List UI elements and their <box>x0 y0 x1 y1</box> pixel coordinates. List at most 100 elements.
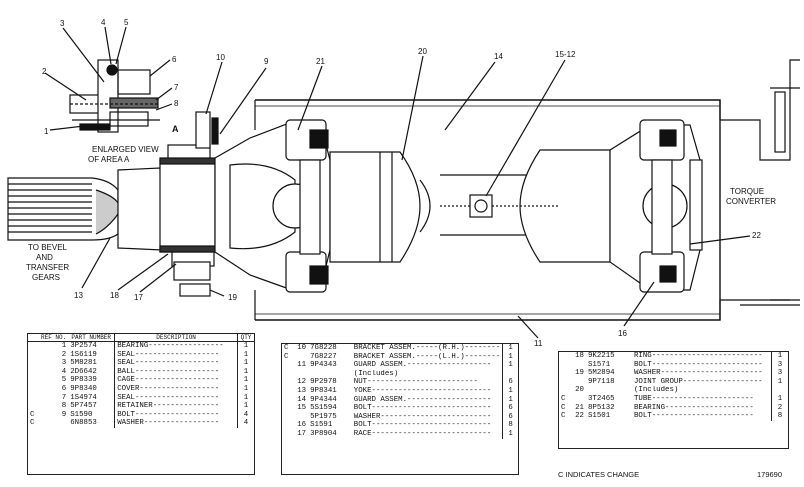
guard-nut <box>469 194 493 218</box>
cell-part: 7G8228 <box>310 344 337 352</box>
cell-flag <box>28 342 39 351</box>
callout-9: 9 <box>264 57 269 66</box>
qty-header: QTY <box>237 334 254 342</box>
cell-flag <box>282 413 293 422</box>
cell-qty: 1 <box>502 361 518 370</box>
cell-qty: 6 <box>502 412 518 422</box>
cell-ref: 21 <box>575 403 584 412</box>
cell-ref: 7 <box>61 393 67 402</box>
cell-part: 5P1975 <box>310 412 337 421</box>
cell-part: 9P7118 <box>588 377 615 386</box>
cell-flag: C <box>561 403 566 412</box>
cell-flag: C <box>30 410 35 419</box>
cell-qty <box>502 369 518 379</box>
cell-ref: 14 <box>297 395 307 404</box>
cell-desc: BRACKET ASSEM.-----(L.H.)-------- <box>353 352 501 361</box>
cell-flag <box>559 369 570 378</box>
desc-header: DESCRIPTION <box>114 334 238 342</box>
cell-flag <box>28 385 39 394</box>
cell-desc: BOLT--------------------------- <box>353 404 492 413</box>
callout-14: 14 <box>494 52 503 61</box>
cell-part: 3P8904 <box>310 429 337 438</box>
cell-ref: 13 <box>297 386 307 395</box>
cell-part: 5S1594 <box>310 404 337 413</box>
cell-part: 9P8340 <box>70 384 97 393</box>
cell-qty: 2 <box>771 403 788 413</box>
cell-flag: C <box>561 412 566 421</box>
cell-desc: WASHER------------------------- <box>353 412 492 421</box>
cell-flag: C <box>30 419 35 428</box>
cell-qty: 1 <box>237 367 254 377</box>
callout-22: 22 <box>752 231 761 240</box>
cell-part: 9P4344 <box>310 395 337 404</box>
cell-flag <box>282 404 293 413</box>
callout-18: 18 <box>110 291 119 300</box>
part-header: PART NUMBER <box>68 334 115 342</box>
cell-desc: RING------------------------- <box>634 352 763 360</box>
cell-qty: 1 <box>237 359 254 368</box>
cell-desc: BRACKET ASSEM.-----(R.H.)-------- <box>353 344 501 352</box>
cell-qty: 1 <box>502 395 518 405</box>
cell-part: S1590 <box>70 410 93 419</box>
cell-ref <box>570 395 586 404</box>
cell-part: 9P8339 <box>70 376 97 385</box>
cell-qty: 3 <box>771 360 788 370</box>
cell-ref: 10 <box>297 344 307 352</box>
cell-ref <box>293 413 309 422</box>
cell-ref <box>570 361 586 370</box>
cell-qty: 1 <box>237 376 254 385</box>
callout-6: 6 <box>172 55 177 64</box>
bevel-label-2: AND <box>36 253 53 262</box>
cell-part: 6N8853 <box>70 419 97 428</box>
cell-flag <box>282 396 293 405</box>
cell-desc: (Includes) <box>634 386 679 395</box>
callout-13: 13 <box>74 291 83 300</box>
cell-desc: TUBE----------------------- <box>634 394 754 403</box>
callout-19: 19 <box>228 293 237 302</box>
cell-desc: GUARD ASSEM.------------------- <box>353 361 492 370</box>
cell-flag <box>559 378 570 387</box>
yoke-spline <box>7 167 163 251</box>
cell-part: 1S6119 <box>70 350 97 359</box>
cell-desc: BOLT------------------------- <box>634 360 763 369</box>
cell-flag <box>282 361 293 370</box>
cell-ref: 17 <box>297 429 307 438</box>
cell-desc: GUARD ASSEM.------------------- <box>353 395 492 404</box>
cell-ref: 5 <box>61 376 67 385</box>
cell-ref: 8 <box>61 402 67 411</box>
cell-desc: BOLT----------------------- <box>634 412 754 421</box>
cell-qty: 1 <box>237 384 254 394</box>
cell-qty: 3 <box>771 369 788 378</box>
tube <box>329 149 611 263</box>
cell-flag <box>28 351 39 360</box>
bracket-bearing-assembly <box>159 111 219 297</box>
cell-desc: CAGE------------------- <box>114 376 238 385</box>
cell-desc: BOLT------------------- <box>114 410 238 420</box>
cell-part: 9K2215 <box>588 352 615 360</box>
cell-flag <box>559 352 570 361</box>
cell-ref: 18 <box>575 352 584 360</box>
enlarged-view-label-1: ENLARGED VIEW <box>92 145 159 154</box>
cell-ref: 4 <box>61 367 67 376</box>
enlarged-view-area-a <box>69 59 160 133</box>
cell-part: 1S4974 <box>70 393 97 402</box>
cell-ref: 16 <box>297 421 307 430</box>
cell-flag <box>28 402 39 411</box>
callout-16: 16 <box>618 329 627 338</box>
table-header: REF NO. PART NUMBER DESCRIPTION QTY <box>28 334 254 342</box>
area-a-marker: A <box>172 124 179 134</box>
cell-desc: BALL------------------- <box>114 367 238 377</box>
